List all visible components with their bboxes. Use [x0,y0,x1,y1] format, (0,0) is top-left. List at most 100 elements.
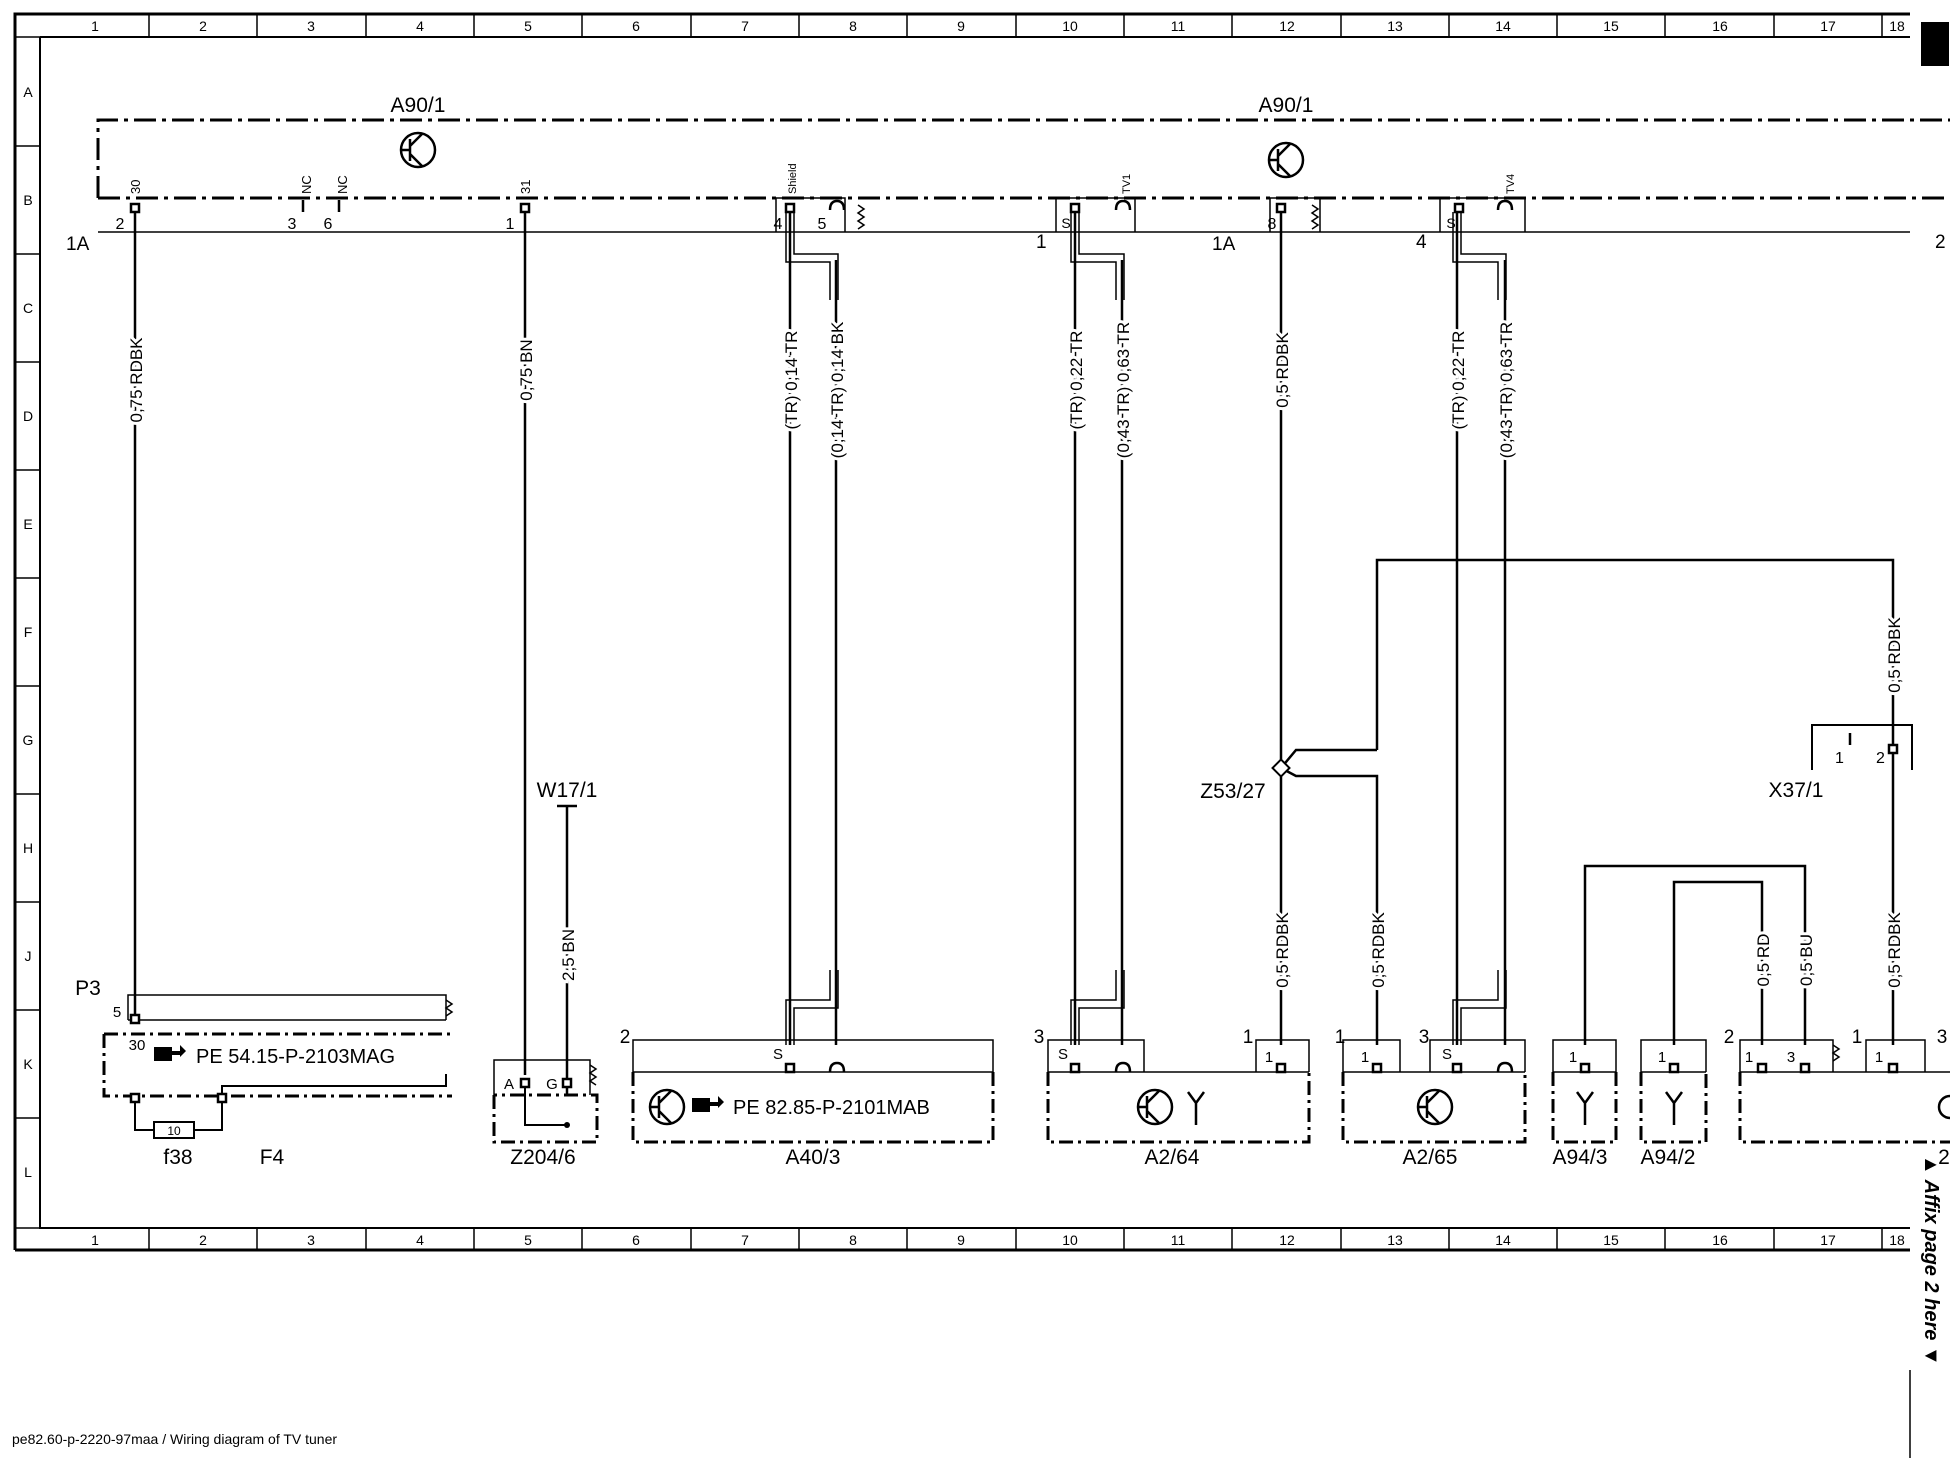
pin-number: 3 [1419,1027,1430,1048]
col-label-bottom: 5 [524,1232,532,1248]
pin-number: G [546,1076,558,1093]
component-label: W17/1 [537,779,598,802]
row-label: J [25,948,32,964]
component-label: A2/65 [1403,1146,1458,1169]
pin-label-shield: Shield [787,163,799,194]
col-label-bottom: 16 [1712,1232,1728,1248]
splice-icon [1271,758,1291,778]
row-label: B [23,192,32,208]
pin-number: 1 [1335,1027,1346,1048]
transistor-icon [1416,1088,1454,1126]
row-label: G [23,732,34,748]
col-label-bottom: 3 [307,1232,315,1248]
z204-assembly [492,1059,599,1144]
transistor-icon [1267,141,1305,179]
wire-labels: 0,75 RDBK 0,75 BN (TR) 0,14 TR (0,14 TR)… [124,318,1907,991]
pin-label-30: 30 [128,180,143,194]
pin-number: A [504,1076,514,1093]
col-label-top: 2 [199,18,207,34]
col-label-top: 1 [91,18,99,34]
pin-number: S [773,1046,783,1063]
top-pin-labels: 30 NC NC 31 Shield TV1 TV4 [128,163,1517,194]
a943-assembly [1551,1039,1618,1144]
p3-assembly [102,994,454,1139]
frame [13,12,1910,1252]
reference-icon [692,1096,724,1112]
col-label-bottom: 14 [1495,1232,1511,1248]
col-label-top: 7 [741,18,749,34]
affix-note: ▲ Affix page 2 here ▼ [1920,1155,1942,1366]
pin-number: 1 [506,216,515,233]
pin-number: S [1061,215,1070,231]
col-label-bottom: 9 [957,1232,965,1248]
component-label: F4 [260,1146,285,1169]
component-labels: A90/1 A90/1 W17/1 Z53/27 X37/1 P3 f38 F4… [75,94,1823,1169]
col-label-top: 10 [1062,18,1078,34]
col-label-top: 12 [1279,18,1295,34]
pin-number: 1 [1745,1049,1753,1066]
transistor-icon [648,1088,686,1126]
shield-elbows [785,212,1507,1045]
row-label: K [23,1056,33,1072]
lower-pin-numbers: 5 30 A G 2 S 3 S 1 1 1 1 3 S 1 1 2 1 3 1… [113,1004,1950,1169]
row-label: L [24,1164,32,1180]
col-label-top: 5 [524,18,532,34]
pin-number: 3 [1937,1027,1948,1048]
antenna-icon [1664,1091,1684,1125]
top-group-labels: 1A 1 1A 4 2 [66,232,1946,255]
pin-number: 5 [818,216,827,233]
pin-label-tv1: TV1 [1121,174,1133,194]
grid-labels: 1 2 3 4 5 6 7 8 9 10 11 12 13 14 15 16 1… [23,18,1905,1248]
col-label-bottom: 18 [1889,1232,1905,1248]
col-label-top: 15 [1603,18,1619,34]
col-label-top: 14 [1495,18,1511,34]
pin-label-nc: NC [299,175,314,194]
component-label: Z204/6 [510,1146,575,1169]
col-label-bottom: 11 [1171,1232,1186,1248]
transistor-icon [399,131,437,169]
pin-number: 1 [1658,1049,1666,1066]
col-label-bottom: 17 [1820,1232,1836,1248]
grid-ticks [15,14,1883,1250]
component-label: A94/3 [1553,1146,1608,1169]
component-label: A2/64 [1145,1146,1200,1169]
wire-label: 0,75 BN [517,339,536,400]
component-label: A90/1 [1259,94,1314,117]
pin-number: 2 [620,1027,631,1048]
col-label-bottom: 8 [849,1232,857,1248]
col-label-top: 3 [307,18,315,34]
pin-label-tv4: TV4 [1505,174,1517,194]
footer-caption: pe82.60-p-2220-97maa / Wiring diagram of… [12,1431,338,1447]
row-label: C [23,300,33,316]
group-label: 1A [66,234,90,255]
row-label: F [24,624,33,640]
pin-number: 2 [116,216,125,233]
page-corner-marker [1921,22,1949,66]
resistor-icon [856,204,1320,230]
wire-label: 0,5 RDBK [1885,912,1904,988]
group-label: 2 [1935,232,1946,253]
pin-number: S [1442,1046,1452,1063]
col-label-bottom: 12 [1279,1232,1295,1248]
col-label-top: 9 [957,18,965,34]
reference-link[interactable]: PE 54.15-P-2103MAG [196,1046,395,1068]
component-label: Z53/27 [1200,780,1265,803]
wire-label: (0,43 TR) 0,63 TR [1497,322,1516,458]
reference-icon [154,1045,186,1061]
pin-stubs [129,1013,228,1104]
pin-label-31: 31 [518,180,533,194]
a40-assembly [631,1039,995,1144]
reference-link[interactable]: PE 82.85-P-2101MAB [733,1097,930,1119]
col-label-top: 16 [1712,18,1728,34]
wire-label: 2,5 BN [559,929,578,981]
pin-number: 1 [1361,1049,1369,1066]
pin-number: S [1446,215,1455,231]
component-label: A94/2 [1641,1146,1696,1169]
pin-stubs [1756,1062,1899,1074]
col-label-bottom: 10 [1062,1232,1078,1248]
pin-stubs [1371,1061,1514,1074]
pin-number: S [1058,1046,1068,1063]
col-label-bottom: 1 [91,1232,99,1248]
pin-number: 2 [1724,1027,1735,1048]
junction-dot [564,1122,570,1128]
